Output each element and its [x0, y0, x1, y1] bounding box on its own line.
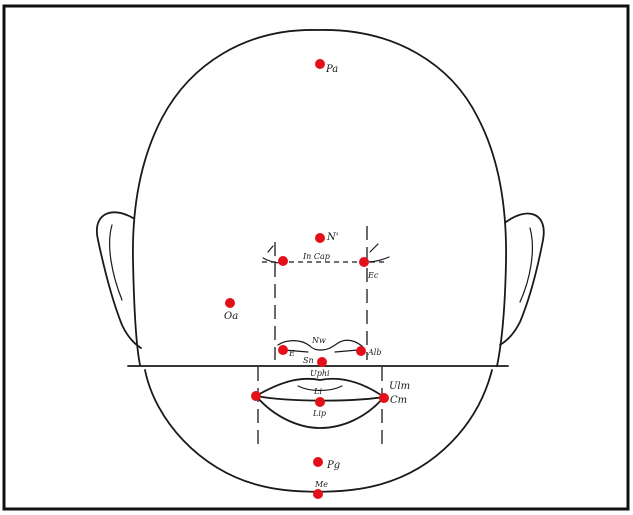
landmark-ec: [359, 257, 369, 267]
landmark-e: [278, 345, 288, 355]
nose-base: [277, 339, 365, 353]
landmark-alb: [356, 346, 366, 356]
landmark-ch-left: [251, 391, 261, 401]
label-oa: Oa: [224, 311, 238, 322]
landmark-labels: Pa N' In Cap Ec Oa Nw E Alb Sn Uphi Ulm …: [224, 64, 410, 489]
landmark-pg: [313, 457, 323, 467]
landmark-me: [313, 489, 323, 499]
right-ear: [499, 212, 545, 346]
label-li: Li: [313, 387, 322, 396]
label-ec: Ec: [367, 271, 379, 280]
diagram-frame: [2, 4, 630, 511]
landmark-cm: [379, 393, 389, 403]
label-n: N': [326, 232, 339, 243]
label-lip: Lip: [312, 409, 326, 418]
label-incap: In Cap: [302, 252, 330, 261]
landmark-en-left: [278, 256, 288, 266]
label-alb: Alb: [367, 348, 381, 357]
landmark-sn: [317, 357, 327, 367]
landmark-n: [315, 233, 325, 243]
label-me: Me: [314, 480, 328, 489]
landmark-pa: [315, 59, 325, 69]
label-sn: Sn: [303, 356, 314, 365]
label-nw: Nw: [311, 336, 326, 345]
landmark-points: [225, 59, 389, 499]
landmark-li: [315, 397, 325, 407]
label-uphi: Uphi: [310, 369, 330, 378]
label-ulm: Ulm: [389, 381, 410, 392]
landmark-oa: [225, 298, 235, 308]
label-cm: Cm: [390, 395, 407, 406]
label-e: E: [288, 349, 295, 358]
label-pg: Pg: [326, 460, 340, 471]
left-ear: [95, 211, 142, 349]
label-pa: Pa: [325, 64, 338, 75]
